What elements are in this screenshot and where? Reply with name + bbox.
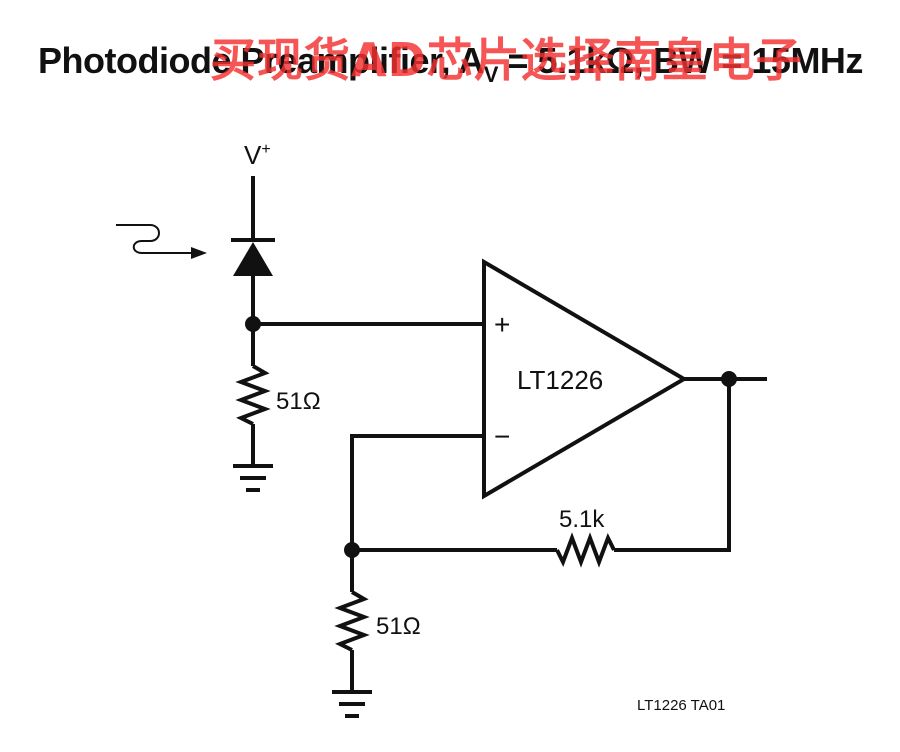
resistor-bottom — [334, 590, 370, 652]
figure-id-label: LT1226 TA01 — [637, 697, 725, 714]
noninverting-symbol: + — [494, 309, 510, 340]
diagram-title: Photodiode Preamplifier, AV = 5.1kΩ, BW … — [38, 38, 878, 88]
watermark: 买现货AD芯片选择南皇电子 — [210, 33, 803, 87]
inverting-input-wire — [350, 434, 484, 550]
light-arrow-icon — [116, 224, 194, 254]
opamp-triangle — [482, 258, 688, 500]
inverting-symbol: − — [494, 421, 510, 452]
feedback-right-wire — [614, 379, 731, 552]
resistor-bottom-label: 51Ω — [376, 613, 421, 640]
ground-top — [233, 464, 273, 492]
junction-dot — [245, 316, 261, 332]
junction-dot — [344, 542, 360, 558]
supply-label: V+ — [244, 140, 271, 170]
title-prefix: Photodiode Preamplifier, A — [38, 40, 484, 81]
resistor-feedback — [555, 532, 616, 568]
title-subscript: V — [483, 62, 499, 87]
title-suffix: = 5.1kΩ, BW = 15MHz — [497, 40, 863, 81]
opamp-label: LT1226 — [517, 365, 603, 395]
resistor-top-label: 51Ω — [276, 388, 321, 415]
junction-dot — [721, 371, 737, 387]
resistor-feedback-label: 5.1k — [559, 506, 605, 533]
diode-triangle — [233, 242, 273, 276]
ground-bottom — [332, 690, 372, 718]
resistor-top — [235, 364, 271, 426]
light-arrowhead-icon — [191, 247, 207, 259]
